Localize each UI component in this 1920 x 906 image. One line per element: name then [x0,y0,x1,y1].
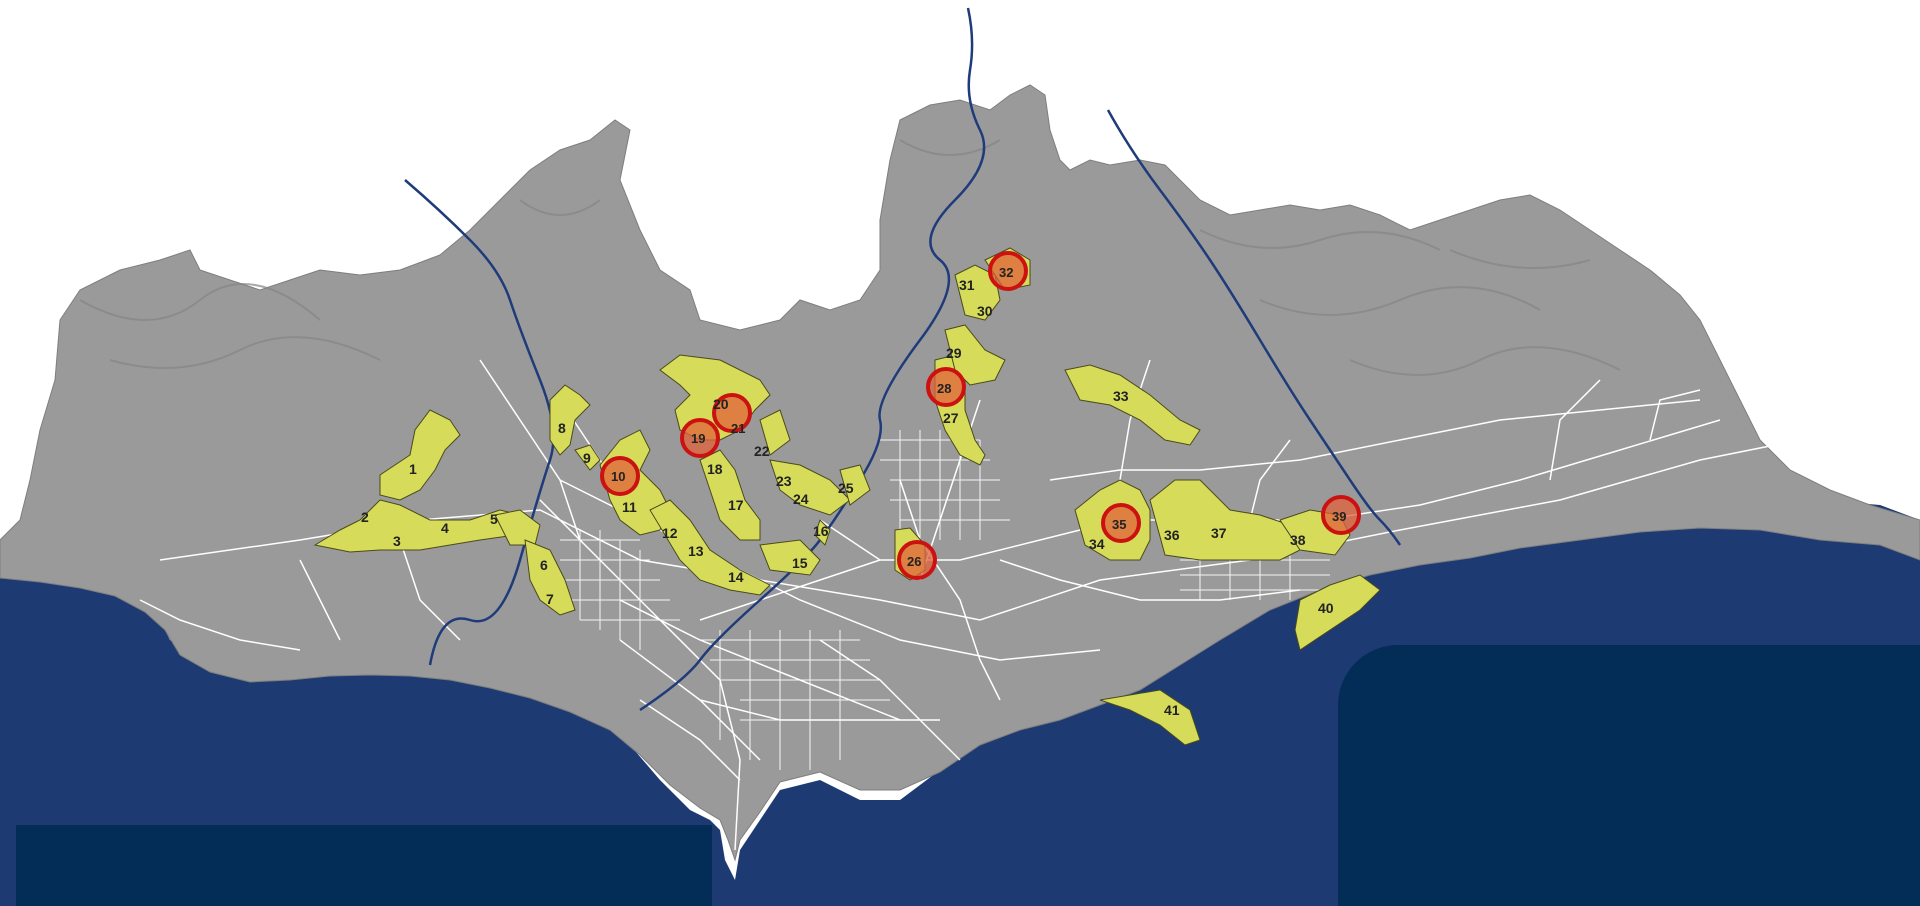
zone-label: 15 [792,555,808,571]
info-panel-right [1338,645,1920,906]
zone-33 [1064,364,1201,446]
marker-zone-26 [897,540,937,580]
zone-label: 41 [1164,702,1180,718]
zone-9 [574,444,601,471]
zone-8 [549,384,591,456]
zone-label: 30 [977,303,993,319]
zone-label: 36 [1164,527,1180,543]
zone-label: 12 [662,525,678,541]
zone-15 [759,539,821,576]
zone-17-18 [699,449,761,541]
marker-zone-35 [1101,503,1141,543]
marker-zone-21 [712,393,752,433]
marker-zone-39 [1321,495,1361,535]
zone-label: 26 [907,554,921,569]
zone-label: 19 [691,431,705,446]
zone-label: 1 [409,461,417,477]
zone-label: 23 [776,473,792,489]
zone-25 [839,464,871,506]
zone-label: 31 [959,277,975,293]
zone-labels: 1 2 3 4 5 6 7 8 9 10 11 12 13 14 15 16 1… [361,265,1346,718]
zone-label: 18 [707,461,723,477]
zone-label: 29 [946,345,962,361]
zone-label: 9 [583,450,591,466]
marker-zone-10 [600,456,640,496]
zone-5 [494,509,541,546]
zone-label: 20 [713,396,729,412]
marker-zone-28 [926,367,966,407]
zone-23-24 [769,459,851,516]
zone-label: 39 [1332,509,1346,524]
zone-label: 6 [540,557,548,573]
zone-label: 25 [838,480,854,496]
zone-label: 8 [558,420,566,436]
zone-label: 38 [1290,532,1306,548]
zone-label: 27 [943,410,959,426]
river-central [639,7,986,712]
zone-label: 35 [1112,517,1126,532]
zone-label: 21 [731,421,745,436]
zone-12-14 [649,499,771,596]
zone-label: 34 [1089,536,1105,552]
info-panel-left [16,825,712,906]
marker-zone-32 [988,251,1028,291]
zone-label: 17 [728,497,744,513]
highlight-markers [600,251,1361,580]
zone-label: 5 [490,511,498,527]
zone-label: 7 [546,591,554,607]
zone-6-7 [524,539,576,616]
zone-label: 28 [937,381,951,396]
zone-label: 3 [393,533,401,549]
zone-label: 16 [813,523,829,539]
zone-41 [1099,689,1201,746]
zone-label: 4 [441,520,449,536]
zone-30-31 [954,264,1001,321]
zone-label: 37 [1211,525,1227,541]
terrain-relief [79,139,1621,376]
zone-label: 32 [999,265,1013,280]
zone-label: 13 [688,543,704,559]
zone-40 [1294,574,1381,651]
zone-label: 11 [622,499,637,515]
zone-label: 2 [361,509,369,525]
zone-label: 22 [754,443,770,459]
zone-22 [759,409,791,456]
zone-label: 40 [1318,600,1334,616]
zone-label: 14 [728,569,744,585]
zone-label: 24 [793,491,809,507]
zone-label: 33 [1113,388,1129,404]
zone-16 [814,519,831,546]
zone-1 [379,409,461,501]
marker-zone-19 [680,418,720,458]
zone-label: 10 [611,469,625,484]
river-east [1106,109,1402,546]
